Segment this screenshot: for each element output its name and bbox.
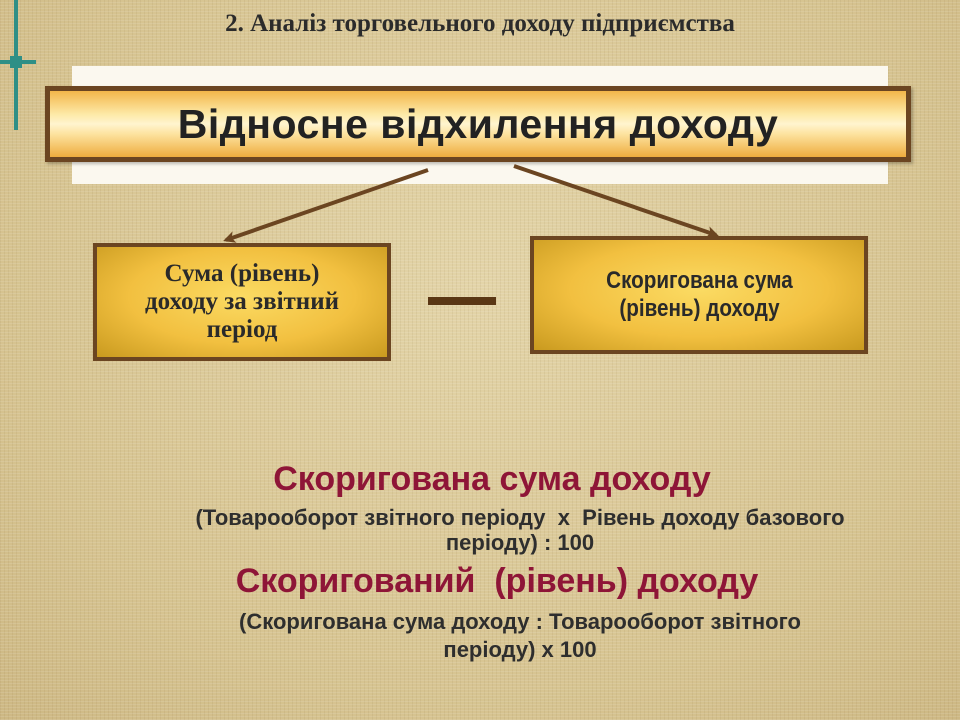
adjusted-income-label: Скоригована сума (рівень) доходу [605, 267, 793, 322]
adjusted-sum-formula-line2: періоду) : 100 [445, 530, 595, 555]
minus-operator [428, 297, 496, 305]
reported-income-label: Сума (рівень) доходу за звітний період [144, 260, 340, 343]
adjusted-level-formula-line1: (Скоригована сума доходу : Товарооборот … [239, 609, 801, 634]
decorative-corner-square [10, 56, 22, 68]
reported-income-box: Сума (рівень) доходу за звітний період [93, 243, 391, 361]
adjusted-level-formula-title: Скоригований (рівень) доходу [235, 562, 759, 600]
adjusted-level-formula-line2: періоду) х 100 [443, 637, 597, 662]
slide-header: 2. Аналіз торговельного доходу підприємс… [225, 10, 735, 37]
diagram-title: Відносне відхилення доходу [177, 100, 779, 147]
adjusted-sum-formula-line1: (Товарооборот звітного періоду х Рівень … [195, 505, 845, 530]
adjusted-sum-formula-title: Скоригована сума доходу [273, 460, 711, 498]
adjusted-level-formula: (Скоригована сума доходу : Товарооборот … [80, 608, 960, 664]
diagram-title-box: Відносне відхилення доходу [45, 86, 911, 162]
adjusted-sum-formula: (Товарооборот звітного періоду х Рівень … [80, 505, 960, 555]
adjusted-income-box: Скоригована сума (рівень) доходу [530, 236, 868, 354]
